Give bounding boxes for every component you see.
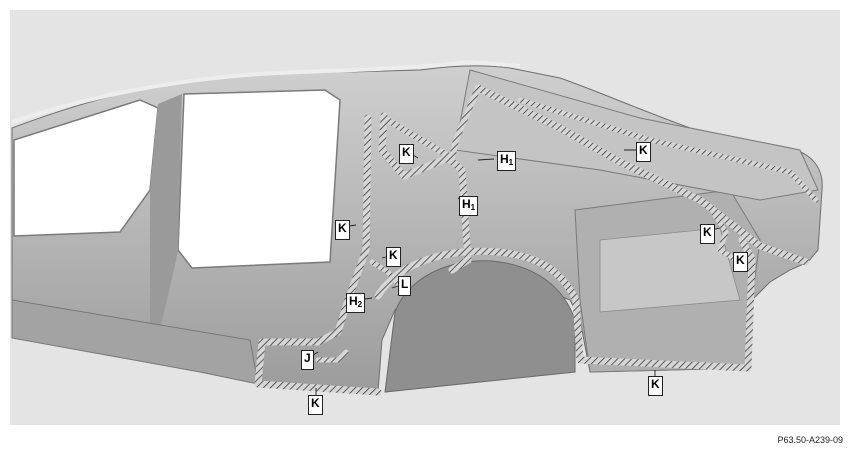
seam-roof-rear [474, 84, 810, 266]
seam-wheelhouse-inner [369, 259, 403, 289]
callout-k-rear-corner: K [733, 252, 748, 272]
callout-h1-pillar: H1 [459, 196, 479, 216]
callout-l-wheel-arch: L [398, 276, 412, 296]
callout-k-rear-pillar: K [335, 220, 350, 240]
seam-wheel-arch [374, 236, 756, 372]
callout-k-wheelhouse: K [386, 247, 401, 267]
seam-rear-pillar [254, 114, 382, 396]
callout-k-trunk-floor: K [648, 376, 663, 396]
seam-trunk-rail [517, 97, 819, 203]
vehicle-body-shell [11, 59, 823, 393]
callout-k-rocker-bottom: K [308, 395, 323, 415]
figure-reference-code: P63.50-A239-09 [777, 435, 843, 445]
callout-h1-roof: H1 [497, 151, 517, 171]
callout-k-tail-lamp: K [700, 224, 715, 244]
callout-h2-sill: H2 [346, 293, 366, 313]
seam-rocker-corner [315, 349, 349, 363]
seam-c-pillar-top [381, 115, 455, 161]
seam-tail-frame [449, 85, 481, 161]
callout-k-parcel-shelf: K [636, 142, 651, 162]
sealing-seams [254, 84, 819, 396]
callout-j-rocker: J [301, 350, 314, 370]
callout-k-c-pillar: K [399, 144, 414, 164]
